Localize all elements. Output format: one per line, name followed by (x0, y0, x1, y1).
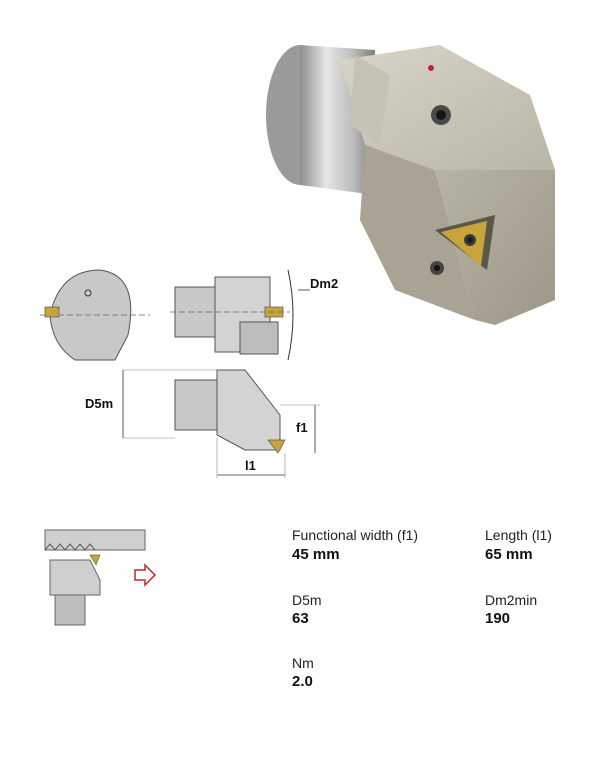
length-value: 65 mm (485, 546, 533, 563)
d5m-label: D5m (85, 396, 113, 411)
functional-width-label: Functional width (f1) (292, 527, 419, 543)
nm-label: Nm (292, 655, 314, 671)
front-view (40, 269, 150, 361)
application-pictogram (44, 529, 157, 626)
nm-value: 2.0 (292, 673, 313, 690)
insert-icon (441, 221, 487, 266)
technical-drawing: Dm2 D5m f1 l1 (40, 269, 338, 478)
direction-arrow-icon (134, 563, 157, 587)
l1-label: l1 (245, 458, 256, 473)
dm2min-value: 190 (485, 610, 511, 627)
dm2-label: Dm2 (310, 276, 338, 291)
bottom-view (122, 369, 320, 478)
d5m-spec-value: 63 (292, 610, 309, 627)
tool-holder-photo (266, 45, 555, 325)
f1-label: f1 (296, 420, 308, 435)
side-view (170, 269, 310, 361)
dm2min-label: Dm2min (485, 592, 538, 608)
length-label: Length (l1) (485, 527, 552, 543)
functional-width-value: 45 mm (292, 546, 340, 563)
d5m-spec-label: D5m (292, 592, 322, 608)
